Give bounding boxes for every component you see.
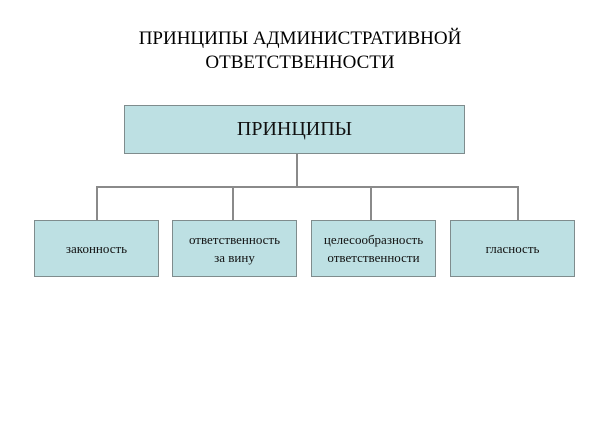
diagram-title: ПРИНЦИПЫ АДМИНИСТРАТИВНОЙ ОТВЕТСТВЕННОСТ…	[0, 27, 600, 75]
connector-child-4	[517, 186, 519, 220]
child-label: гласность	[485, 240, 540, 256]
child-label-2: за вину	[214, 249, 255, 265]
title-line-2: ОТВЕТСТВЕННОСТИ	[205, 52, 395, 73]
root-label: ПРИНЦИПЫ	[236, 118, 353, 140]
child-node-fault-liability: ответственность за вину	[172, 220, 297, 277]
child-node-legality: законность	[34, 220, 159, 277]
child-node-publicity: гласность	[450, 220, 575, 277]
connector-horizontal	[96, 186, 519, 188]
root-node-principles: ПРИНЦИПЫ	[124, 105, 465, 154]
child-node-expediency: целесообразность ответственности	[311, 220, 436, 277]
connector-child-1	[96, 186, 98, 220]
child-label: целесообразность	[323, 231, 424, 247]
child-label-2: ответственности	[327, 249, 420, 265]
connector-root-down	[296, 154, 298, 187]
child-label: ответственность	[188, 231, 281, 247]
connector-child-3	[370, 186, 372, 220]
connector-child-2	[232, 186, 234, 220]
child-label: законность	[65, 240, 128, 256]
title-line-1: ПРИНЦИПЫ АДМИНИСТРАТИВНОЙ	[138, 28, 462, 49]
